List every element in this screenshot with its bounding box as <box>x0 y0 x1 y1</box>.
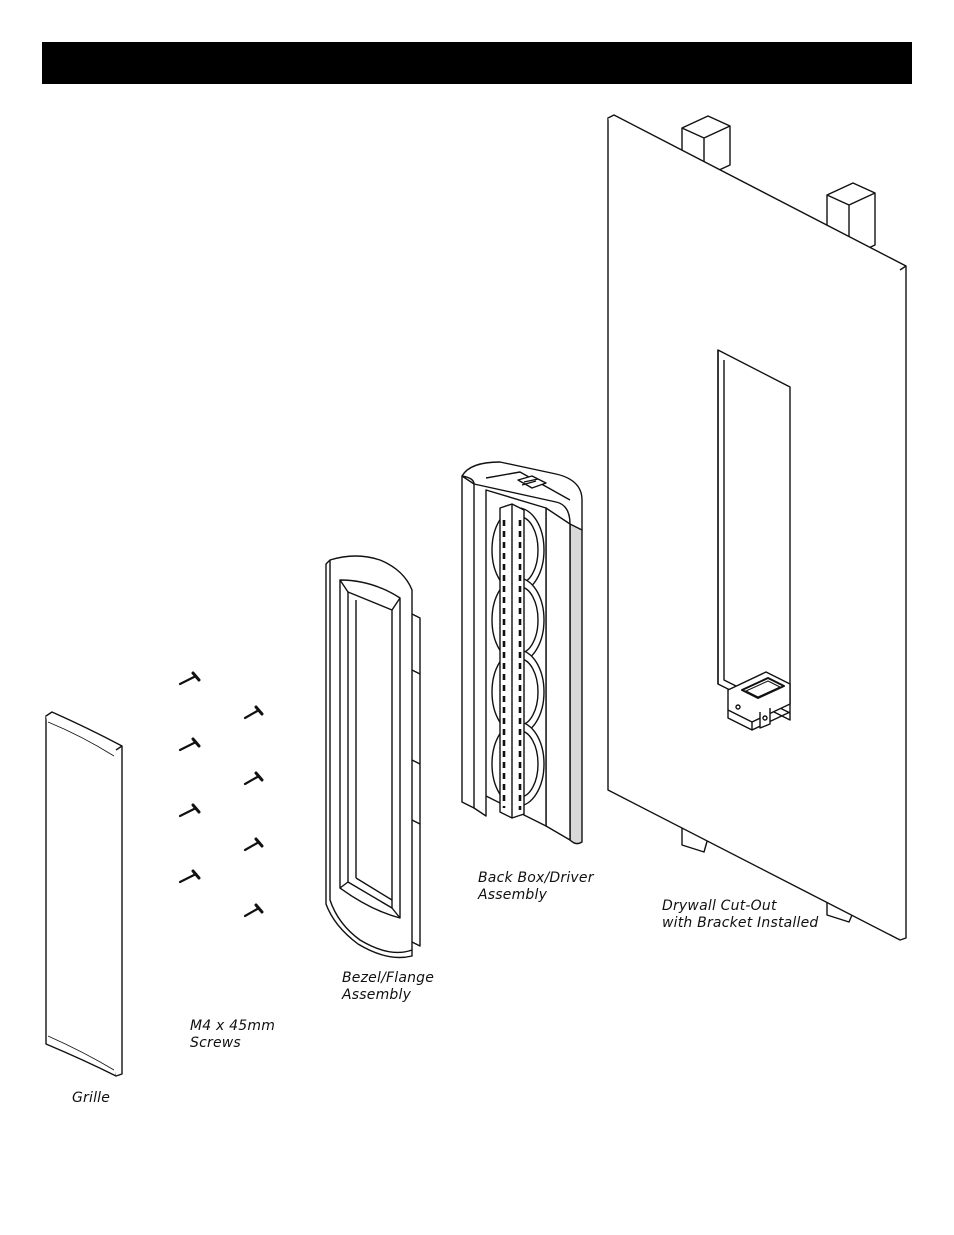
label-backbox-line2: Assembly <box>478 887 594 904</box>
label-drywall: Drywall Cut-Out with Bracket Installed <box>662 898 819 932</box>
grille-panel <box>46 712 122 1076</box>
label-drywall-line2: with Bracket Installed <box>662 915 819 932</box>
label-bezel-line1: Bezel/Flange <box>342 970 434 987</box>
label-backbox-line1: Back Box/Driver <box>478 870 594 887</box>
label-drywall-line1: Drywall Cut-Out <box>662 898 819 915</box>
label-screws-line1: M4 x 45mm <box>190 1018 275 1035</box>
label-grille: Grille <box>72 1090 110 1107</box>
screws-group <box>180 673 262 916</box>
bezel-flange-assembly <box>326 556 420 958</box>
label-screws: M4 x 45mm Screws <box>190 1018 275 1052</box>
label-backbox: Back Box/Driver Assembly <box>478 870 594 904</box>
label-bezel: Bezel/Flange Assembly <box>342 970 434 1004</box>
drywall-panel <box>608 115 906 940</box>
label-grille-text: Grille <box>72 1090 110 1107</box>
label-bezel-line2: Assembly <box>342 987 434 1004</box>
back-box-driver-assembly <box>462 462 582 844</box>
label-screws-line2: Screws <box>190 1035 275 1052</box>
